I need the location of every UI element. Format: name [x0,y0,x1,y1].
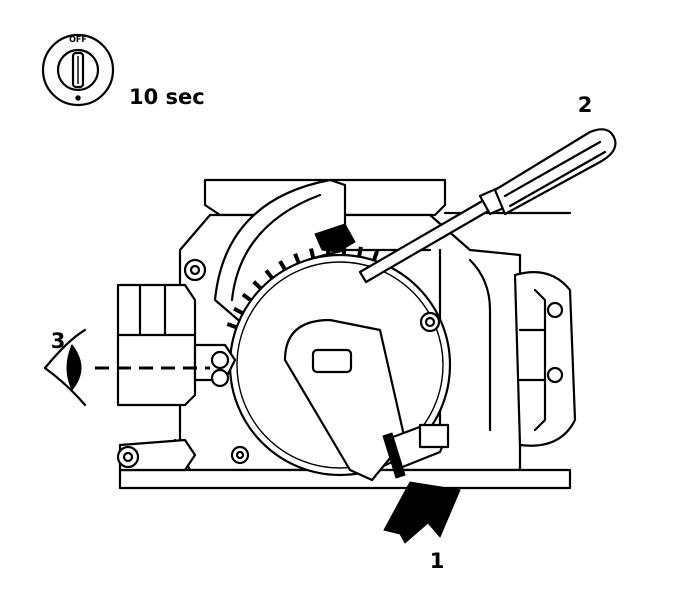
gear-tooth [278,260,287,271]
connector [116,283,237,407]
throttle-lever [283,318,450,482]
gear-tooth [233,306,244,316]
gear-tooth [357,246,363,258]
callout-1: 1 [430,549,445,573]
gear-cover [213,178,356,332]
callout-3: 3 [51,329,66,353]
gear-tooth [241,292,253,302]
pipe-fitting [116,438,197,472]
off-label: OFF [69,35,87,44]
gear-tooth [226,322,238,330]
eye-icon [43,328,87,407]
gear-tooth [372,250,379,262]
ignition-switch-icon [41,33,115,107]
gear-tooth [325,245,331,256]
gear-tooth [252,280,263,291]
screwdriver [358,128,617,284]
gear-tooth [309,248,316,259]
duration-label: 10 sec [129,85,205,109]
gear-tooth [264,269,274,280]
callout-2: 2 [578,93,593,117]
arrow-1 [383,481,461,544]
gear-tooth [293,252,301,264]
